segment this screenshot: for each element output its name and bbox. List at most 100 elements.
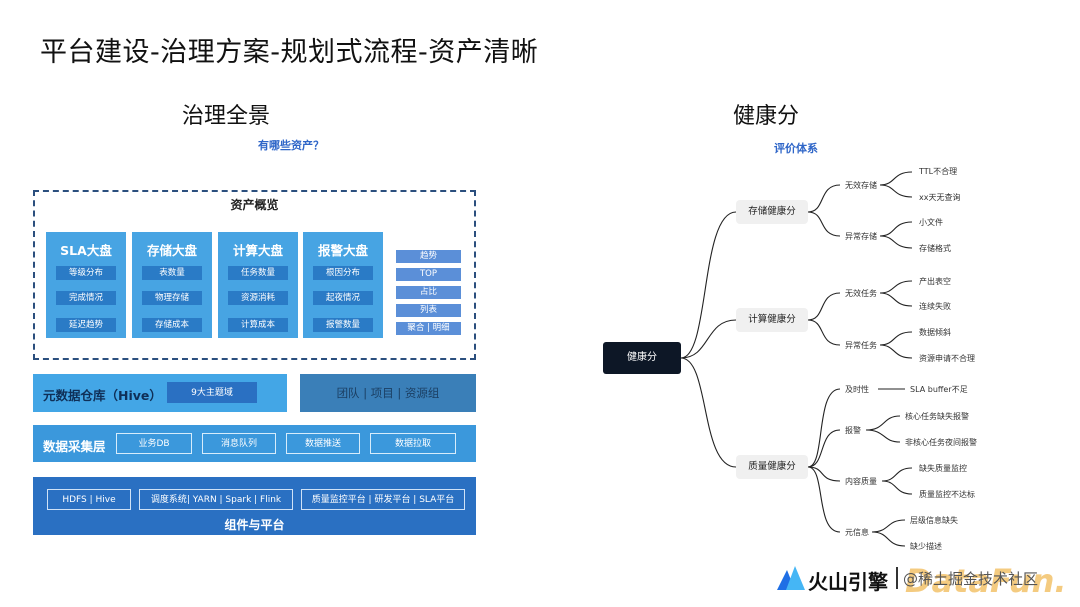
card-title: 报警大盘 <box>317 243 368 258</box>
juejin-community-watermark: @稀土掘金技术社区 <box>903 570 1039 588</box>
card-alarm-dashboard: 报警大盘 根因分布 起夜情况 报警数量 <box>303 232 383 338</box>
leaf-item: 产出表空 <box>919 277 951 286</box>
health-score-heading: 健康分 <box>733 104 800 129</box>
governance-overview-heading: 治理全景 <box>182 104 271 129</box>
asset-overview-title: 资产概览 <box>230 198 279 212</box>
card-sla-dashboard: SLA大盘 等级分布 完成情况 延迟趋势 <box>46 232 126 338</box>
leaf-item: 小文件 <box>919 218 943 227</box>
connector <box>680 211 737 359</box>
datafun-logo: DataFun. <box>905 562 1067 600</box>
leaf-item: 资源申请不合理 <box>919 354 975 363</box>
card-item: 完成情况 <box>56 291 116 305</box>
card-storage-dashboard: 存储大盘 表数量 物理存储 存储成本 <box>132 232 212 338</box>
connector <box>807 466 841 482</box>
connector <box>807 429 841 468</box>
connector <box>807 292 841 321</box>
data-collection-layer: 数据采集层 业务DB 消息队列 数据推送 数据拉取 <box>33 425 476 462</box>
group-abnormal-task: 异常任务 <box>845 341 877 350</box>
card-item: 物理存储 <box>142 291 202 305</box>
components-platform-label: 组件与平台 <box>224 518 285 532</box>
connector <box>871 531 906 547</box>
connector <box>807 388 841 468</box>
platform-chip: 质量监控平台 | 研发平台 | SLA平台 <box>301 489 465 510</box>
connector <box>865 429 901 443</box>
connector <box>807 319 841 346</box>
group-alarm: 报警 <box>845 426 861 435</box>
group-invalid-storage: 无效存储 <box>845 181 877 190</box>
connector <box>879 344 913 359</box>
platform-chip: HDFS | Hive <box>47 489 131 510</box>
branch-compute-health: 计算健康分 <box>736 308 808 332</box>
connector <box>881 467 913 482</box>
connector <box>865 415 901 431</box>
team-project-resource-bar: 团队 | 项目 | 资源组 <box>300 374 476 412</box>
connector <box>879 184 913 198</box>
connector <box>879 331 913 346</box>
tag-aggregate-detail: 聚合 | 明细 <box>396 322 461 335</box>
connector <box>871 519 906 533</box>
group-invalid-task: 无效任务 <box>845 289 877 298</box>
collection-chip: 数据推送 <box>286 433 360 454</box>
card-title: 计算大盘 <box>232 243 283 258</box>
tag-list: 列表 <box>396 304 461 317</box>
volcano-engine-logo-icon <box>777 566 805 590</box>
tag-top: TOP <box>396 268 461 281</box>
connector <box>881 480 913 495</box>
branch-storage-health: 存储健康分 <box>736 200 808 224</box>
leaf-item: 核心任务缺失报警 <box>905 412 969 421</box>
card-item: 起夜情况 <box>313 291 373 305</box>
collection-chip: 业务DB <box>116 433 192 454</box>
tag-ratio: 占比 <box>396 286 461 299</box>
card-title: 存储大盘 <box>146 243 197 258</box>
leaf-item: 缺失质量监控 <box>919 464 967 473</box>
leaf-item: 存储格式 <box>919 244 951 253</box>
card-item: 任务数量 <box>228 266 288 280</box>
card-item: 资源消耗 <box>228 291 288 305</box>
branch-quality-health: 质量健康分 <box>736 455 808 479</box>
card-item: 表数量 <box>142 266 202 280</box>
collection-chip: 消息队列 <box>202 433 276 454</box>
connector <box>680 357 737 468</box>
leaf-item: 层级信息缺失 <box>910 516 958 525</box>
data-collection-label: 数据采集层 <box>43 439 106 454</box>
leaf-item: 连续失败 <box>919 302 951 311</box>
connector <box>879 235 913 249</box>
card-item: 等级分布 <box>56 266 116 280</box>
volcano-engine-brand: 火山引擎 <box>808 570 888 594</box>
leaf-item: xx天无查询 <box>919 193 961 202</box>
connector <box>807 184 841 213</box>
leaf-item: 缺少描述 <box>910 542 942 551</box>
theme-domain-chip: 9大主题域 <box>167 382 257 403</box>
leaf-item: TTL不合理 <box>919 167 958 176</box>
group-abnormal-storage: 异常存储 <box>845 232 877 241</box>
mindmap-root-node: 健康分 <box>603 342 681 374</box>
group-timeliness: 及时性 <box>845 385 869 394</box>
group-content-quality: 内容质量 <box>845 477 877 486</box>
brand-divider <box>896 567 898 589</box>
connector <box>807 466 841 533</box>
card-item: 延迟趋势 <box>56 318 116 332</box>
connector <box>879 221 913 237</box>
tag-trend: 趋势 <box>396 250 461 263</box>
leaf-item: 数据倾斜 <box>919 328 951 337</box>
card-item: 根因分布 <box>313 266 373 280</box>
card-title: SLA大盘 <box>60 243 112 258</box>
asset-overview-box <box>33 190 476 360</box>
connector <box>879 171 913 186</box>
card-item: 存储成本 <box>142 318 202 332</box>
leaf-item: 非核心任务夜间报警 <box>905 438 977 447</box>
connector <box>680 319 737 359</box>
platform-chip: 调度系统| YARN | Spark | Flink <box>139 489 293 510</box>
group-metadata-info: 元信息 <box>845 528 869 537</box>
evaluation-system-subheading: 评价体系 <box>774 142 818 155</box>
card-compute-dashboard: 计算大盘 任务数量 资源消耗 计算成本 <box>218 232 298 338</box>
connector <box>879 292 913 307</box>
metadata-warehouse-label: 元数据仓库（Hive） <box>43 388 162 403</box>
metadata-warehouse-layer: 元数据仓库（Hive） 9大主题域 <box>33 374 287 412</box>
components-platform-layer: HDFS | Hive 调度系统| YARN | Spark | Flink 质… <box>33 477 476 535</box>
slide-title: 平台建设-治理方案-规划式流程-资产清晰 <box>40 37 539 68</box>
connector <box>807 211 841 237</box>
leaf-item: 质量监控不达标 <box>919 490 975 499</box>
collection-chip: 数据拉取 <box>370 433 456 454</box>
